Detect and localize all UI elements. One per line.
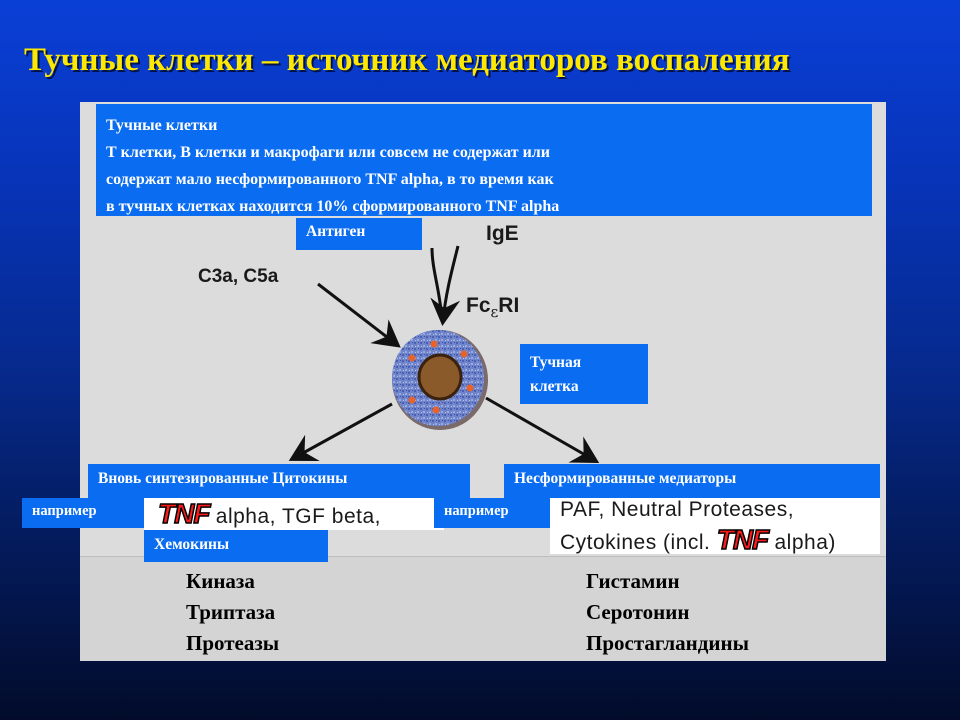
- right-example-alpha: alpha): [768, 531, 836, 554]
- right-example-cytokines: Cytokines (incl.: [560, 531, 717, 554]
- fc-suffix: RI: [498, 294, 520, 317]
- complement-label: C3a, C5a: [198, 266, 279, 287]
- tnf-logo-right: TNF: [716, 523, 770, 556]
- left-example-bg: [144, 498, 444, 530]
- preformed-mediators-header: Несформированные медиаторы: [504, 464, 880, 498]
- right-list-item: Гистамин: [586, 569, 680, 593]
- mast-cell-label-line2: клетка: [530, 378, 579, 395]
- left-example-text: TNF alpha, TGF beta,: [157, 497, 381, 530]
- chemokines-box: Хемокины: [144, 530, 328, 562]
- mediator-list-panel: [80, 556, 886, 661]
- right-list-item: Простагландины: [586, 631, 749, 655]
- left-list-item: Протеазы: [186, 631, 280, 655]
- tnf-logo-left: TNF: [157, 497, 211, 530]
- antigen-label: Антиген: [296, 218, 422, 250]
- left-example-label: например: [22, 498, 144, 528]
- right-example-line1: PAF, Neutral Proteases,: [560, 498, 795, 521]
- mast-cell-icon: [392, 330, 488, 430]
- right-example-label: например: [434, 498, 550, 528]
- left-output-arrow: [288, 402, 393, 462]
- antigen-arrow: [430, 247, 444, 321]
- mast-cell-label-line1: Тучная: [530, 354, 582, 371]
- mast-cell-label: Тучная клетка: [520, 344, 648, 404]
- fc-prefix: Fc: [466, 294, 491, 317]
- right-example-bg: [550, 498, 880, 554]
- right-list: Гистамин Серотонин Простагландины: [586, 566, 749, 659]
- slide-title: Тучные клетки – источник медиаторов восп…: [24, 42, 790, 78]
- complement-arrow: [317, 282, 401, 348]
- info-line-2: Т клетки, В клетки и макрофаги или совсе…: [106, 144, 550, 161]
- left-list: Киназа Триптаза Протеазы: [186, 566, 279, 659]
- info-box: Тучные клетки Т клетки, В клетки и макро…: [96, 104, 872, 216]
- ige-label: IgE: [486, 222, 519, 245]
- left-example-cytokines: alpha, TGF beta,: [209, 505, 381, 528]
- info-line-1: Тучные клетки: [106, 117, 218, 134]
- fc-epsilon-receptor-label: FcεRI: [466, 294, 519, 321]
- epsilon-symbol: ε: [490, 303, 499, 322]
- left-list-item: Киназа: [186, 569, 255, 593]
- right-list-item: Серотонин: [586, 600, 690, 624]
- info-line-3: содержат мало несформированного TNF alph…: [106, 171, 554, 188]
- info-line-4: в тучных клетках находится 10% сформиров…: [106, 198, 560, 215]
- right-output-arrow: [485, 396, 600, 463]
- ige-arrow: [430, 245, 461, 326]
- right-example-line2: Cytokines (incl. TNF alpha): [560, 523, 836, 556]
- left-list-item: Триптаза: [186, 600, 276, 624]
- new-cytokines-header: Вновь синтезированные Цитокины: [88, 464, 470, 498]
